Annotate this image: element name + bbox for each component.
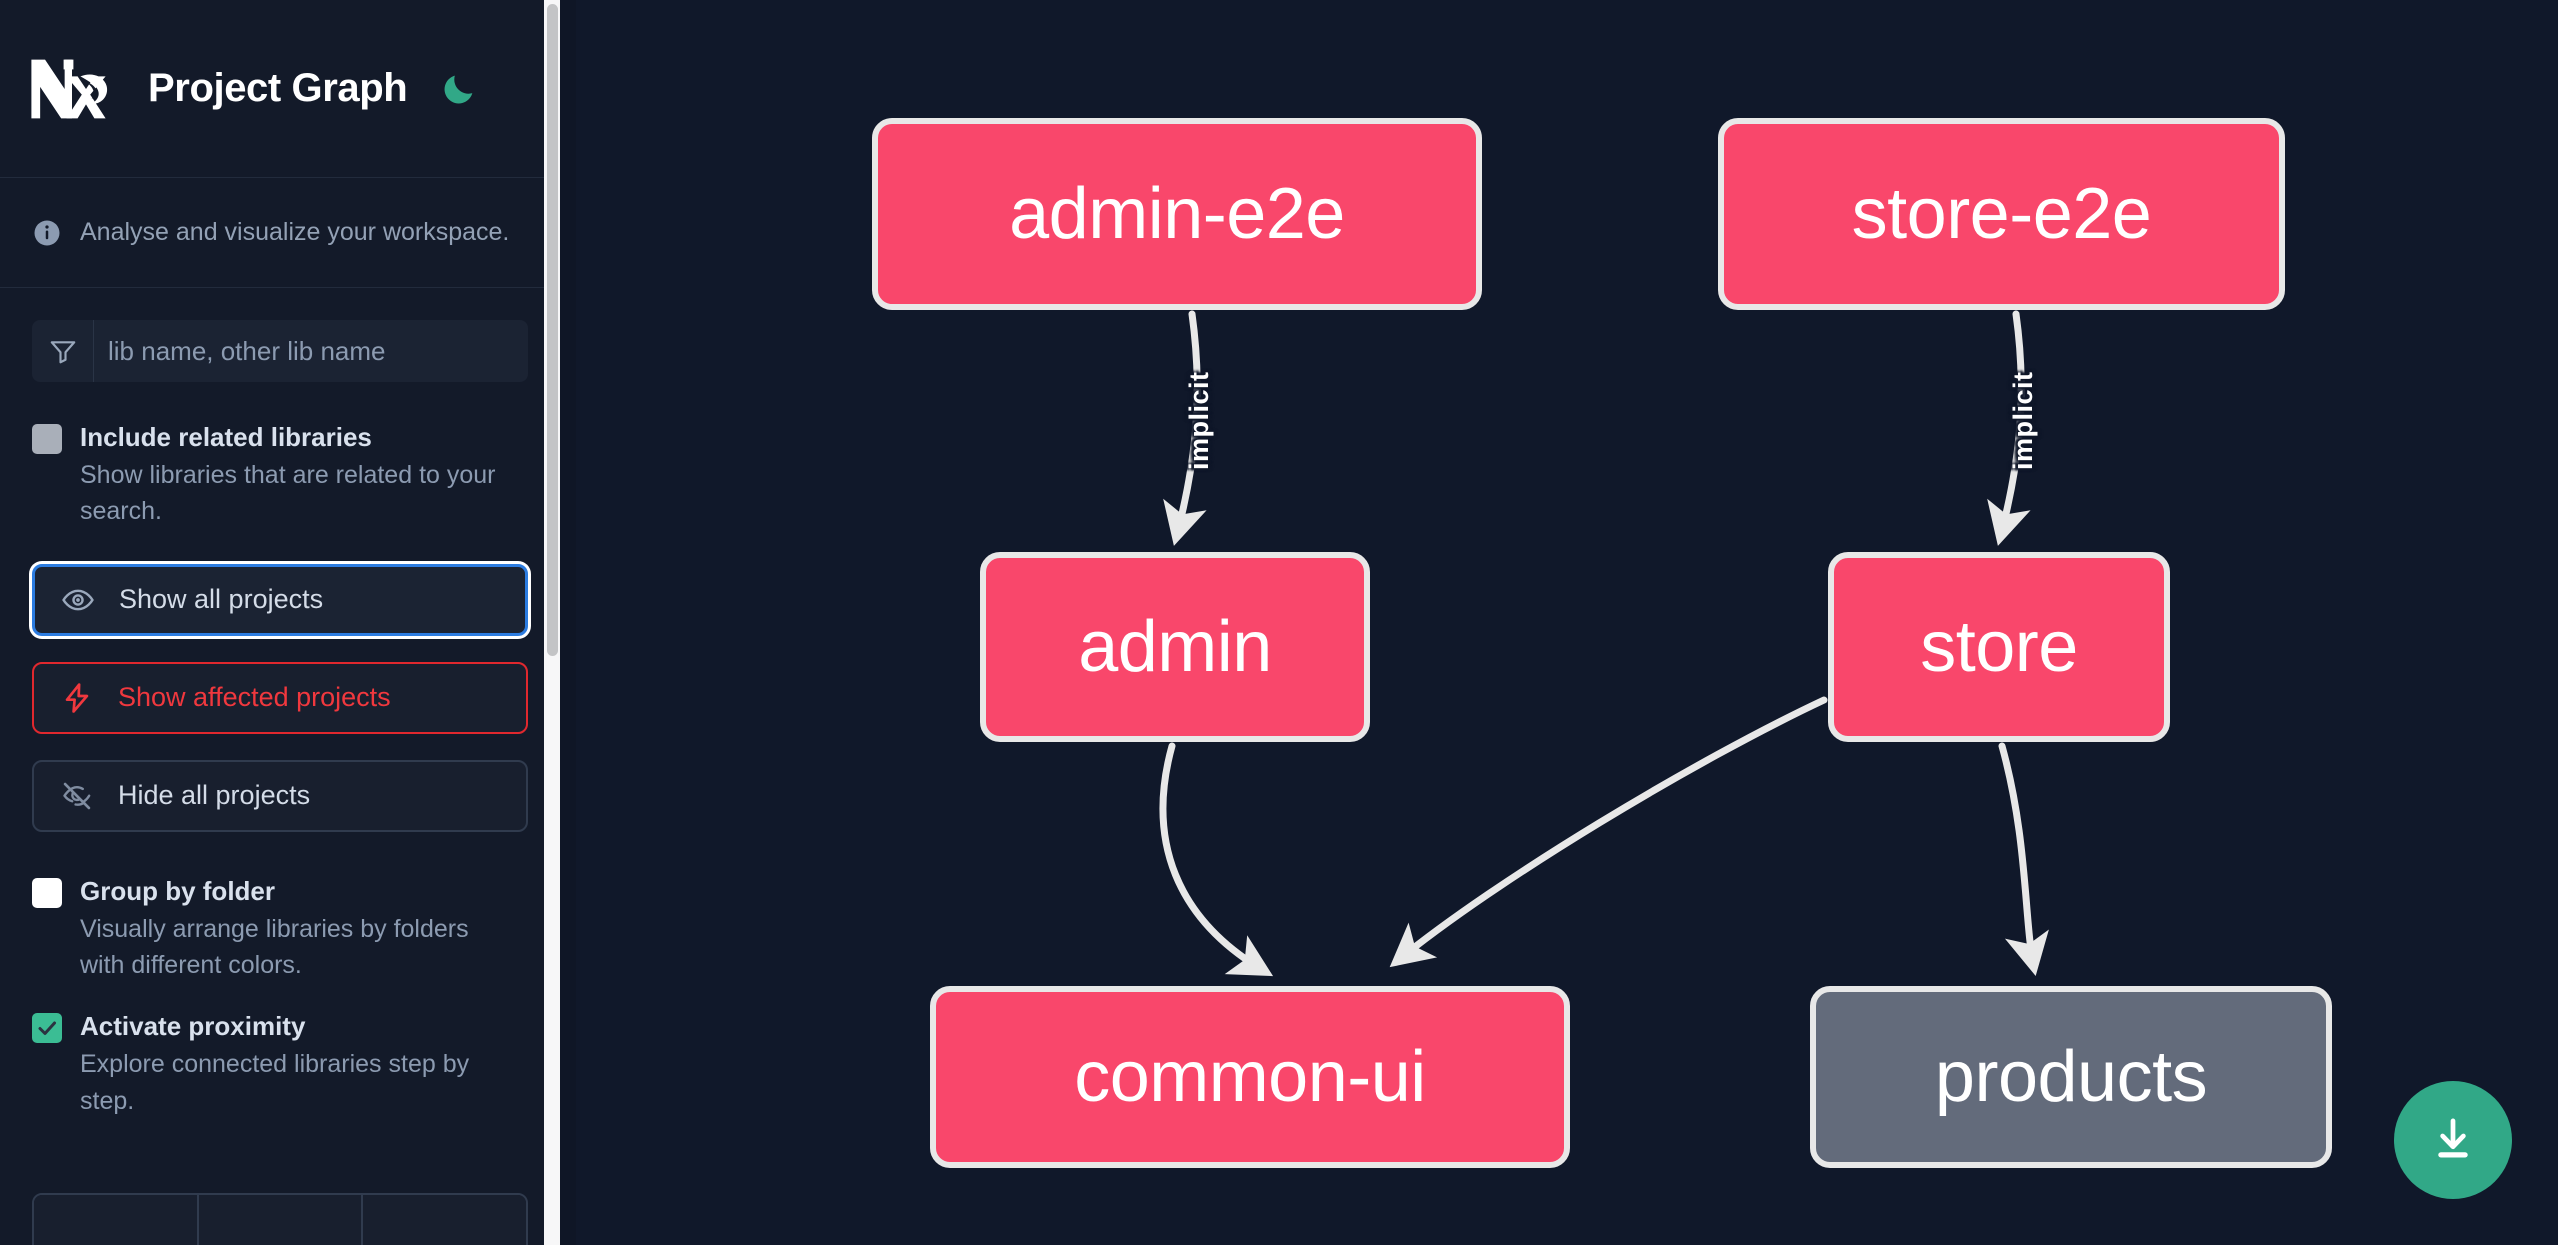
option-activate-proximity[interactable]: Activate proximity Explore connected lib…: [32, 1009, 528, 1119]
page-title: Project Graph: [148, 66, 408, 110]
graph-node-admin[interactable]: admin: [980, 552, 1370, 742]
node-label: admin-e2e: [1009, 174, 1345, 254]
checkbox-group-by-folder[interactable]: [32, 877, 62, 908]
show-affected-projects-button[interactable]: Show affected projects: [32, 661, 528, 734]
checkbox-include-related-libraries[interactable]: [32, 424, 62, 454]
sidebar-scrollbar-thumb[interactable]: [547, 4, 558, 656]
sidebar-scrollbar[interactable]: [544, 0, 560, 1245]
graph-node-common-ui[interactable]: common-ui: [930, 986, 1570, 1168]
funnel-glyph: [50, 341, 75, 364]
node-label: store: [1920, 607, 2078, 687]
option-text-block: Include related libraries Show libraries…: [80, 420, 500, 530]
sidebar-scroll-container[interactable]: Project Graph Analyse and visualize your…: [0, 0, 560, 1245]
download-button[interactable]: [2394, 1081, 2512, 1199]
segment-2[interactable]: [198, 1195, 364, 1245]
option-description: Show libraries that are related to your …: [80, 461, 496, 526]
option-label: Activate proximity: [80, 1011, 306, 1042]
graph-node-products[interactable]: products: [1810, 986, 2332, 1168]
graph-node-store-e2e[interactable]: store-e2e: [1718, 118, 2285, 310]
eye-icon: [62, 589, 94, 611]
graph-edges: [1159, 310, 2049, 977]
option-label: Include related libraries: [80, 422, 372, 452]
show-affected-projects-label: Show affected projects: [118, 682, 391, 713]
segment-3[interactable]: [363, 1195, 526, 1245]
graph-node-store[interactable]: store: [1828, 552, 2170, 742]
filter-field[interactable]: [32, 320, 528, 382]
bottom-segmented-control[interactable]: [32, 1193, 528, 1245]
node-label: products: [1934, 1037, 2208, 1117]
option-description: Visually arrange libraries by folders wi…: [80, 914, 469, 979]
checkbox-activate-proximity[interactable]: [32, 1013, 62, 1044]
nx-logo-icon: [31, 59, 108, 118]
info-bar: Analyse and visualize your workspace.: [0, 178, 560, 288]
show-all-projects-button[interactable]: Show all projects: [32, 563, 528, 636]
graph-canvas[interactable]: admin-e2e store-e2e admin store common-u…: [576, 0, 2558, 1245]
check-icon: [38, 1021, 56, 1036]
edge-store-to-common-ui: [1389, 696, 1828, 968]
option-description: Explore connected libraries step by step…: [80, 1050, 470, 1115]
node-label: common-ui: [1074, 1037, 1426, 1117]
node-label: store-e2e: [1851, 174, 2152, 254]
segment-1[interactable]: [34, 1195, 199, 1245]
sidebar: Project Graph Analyse and visualize your…: [0, 0, 560, 1245]
option-include-related-libraries[interactable]: Include related libraries Show libraries…: [32, 420, 528, 530]
graph-node-admin-e2e[interactable]: admin-e2e: [872, 118, 1482, 310]
hide-all-projects-button[interactable]: Hide all projects: [32, 759, 528, 832]
option-text-block: Activate proximity Explore connected lib…: [80, 1009, 500, 1119]
download-icon: [2438, 1118, 2468, 1158]
eye-off-icon: [63, 782, 91, 809]
search-input[interactable]: [94, 320, 528, 382]
sidebar-header: Project Graph: [0, 0, 560, 178]
edge-admin-to-common-ui: [1159, 742, 1274, 977]
info-icon: [34, 220, 60, 245]
edge-store-to-products: [1998, 742, 2049, 976]
option-label: Group by folder: [80, 875, 275, 906]
option-text-block: Group by folder Visually arrange librari…: [80, 874, 500, 984]
theme-toggle-icon: [444, 75, 473, 103]
lightning-bolt-icon: [65, 682, 89, 713]
info-bar-text: Analyse and visualize your workspace.: [80, 218, 510, 246]
show-all-projects-label: Show all projects: [119, 584, 324, 615]
hide-all-projects-label: Hide all projects: [118, 780, 311, 811]
funnel-icon: [32, 320, 94, 382]
edge-store-e2e-to-store: [1987, 310, 2031, 546]
sidebar-body: Include related libraries Show libraries…: [0, 288, 560, 1119]
option-group-by-folder[interactable]: Group by folder Visually arrange librari…: [32, 874, 528, 984]
moon-icon[interactable]: [437, 67, 481, 111]
edge-admin-e2e-to-admin: [1163, 310, 1207, 546]
project-visibility-buttons: Show all projects Show affected projects: [32, 563, 528, 832]
node-label: admin: [1078, 607, 1272, 687]
